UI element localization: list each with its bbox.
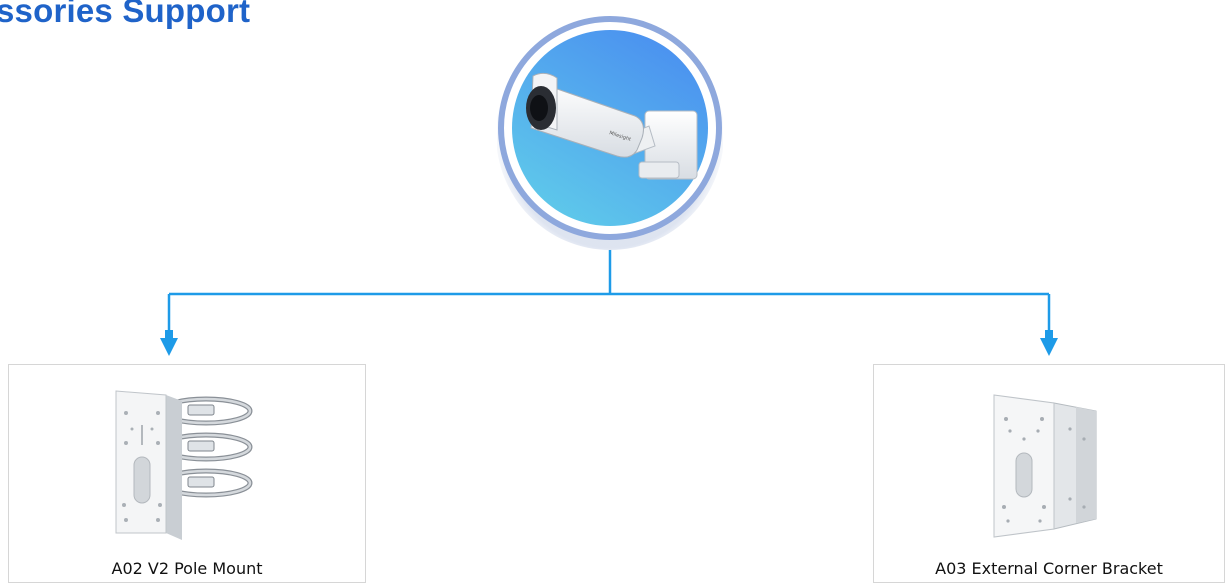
pole-mount-image [104, 385, 264, 550]
accessory-card-corner-bracket[interactable]: A03 External Corner Bracket [873, 364, 1225, 583]
arrow-down-icon-right [1040, 338, 1058, 356]
arrow-stem-right [1045, 330, 1053, 340]
corner-bracket-image [984, 389, 1114, 549]
arrow-stem-left [165, 330, 173, 340]
accessory-card-pole-mount[interactable]: A02 V2 Pole Mount [8, 364, 366, 583]
accessory-label: A03 External Corner Bracket [874, 559, 1224, 578]
arrow-down-icon-left [160, 338, 178, 356]
camera-hub: Milesight [497, 12, 723, 250]
accessory-label: A02 V2 Pole Mount [9, 559, 365, 578]
